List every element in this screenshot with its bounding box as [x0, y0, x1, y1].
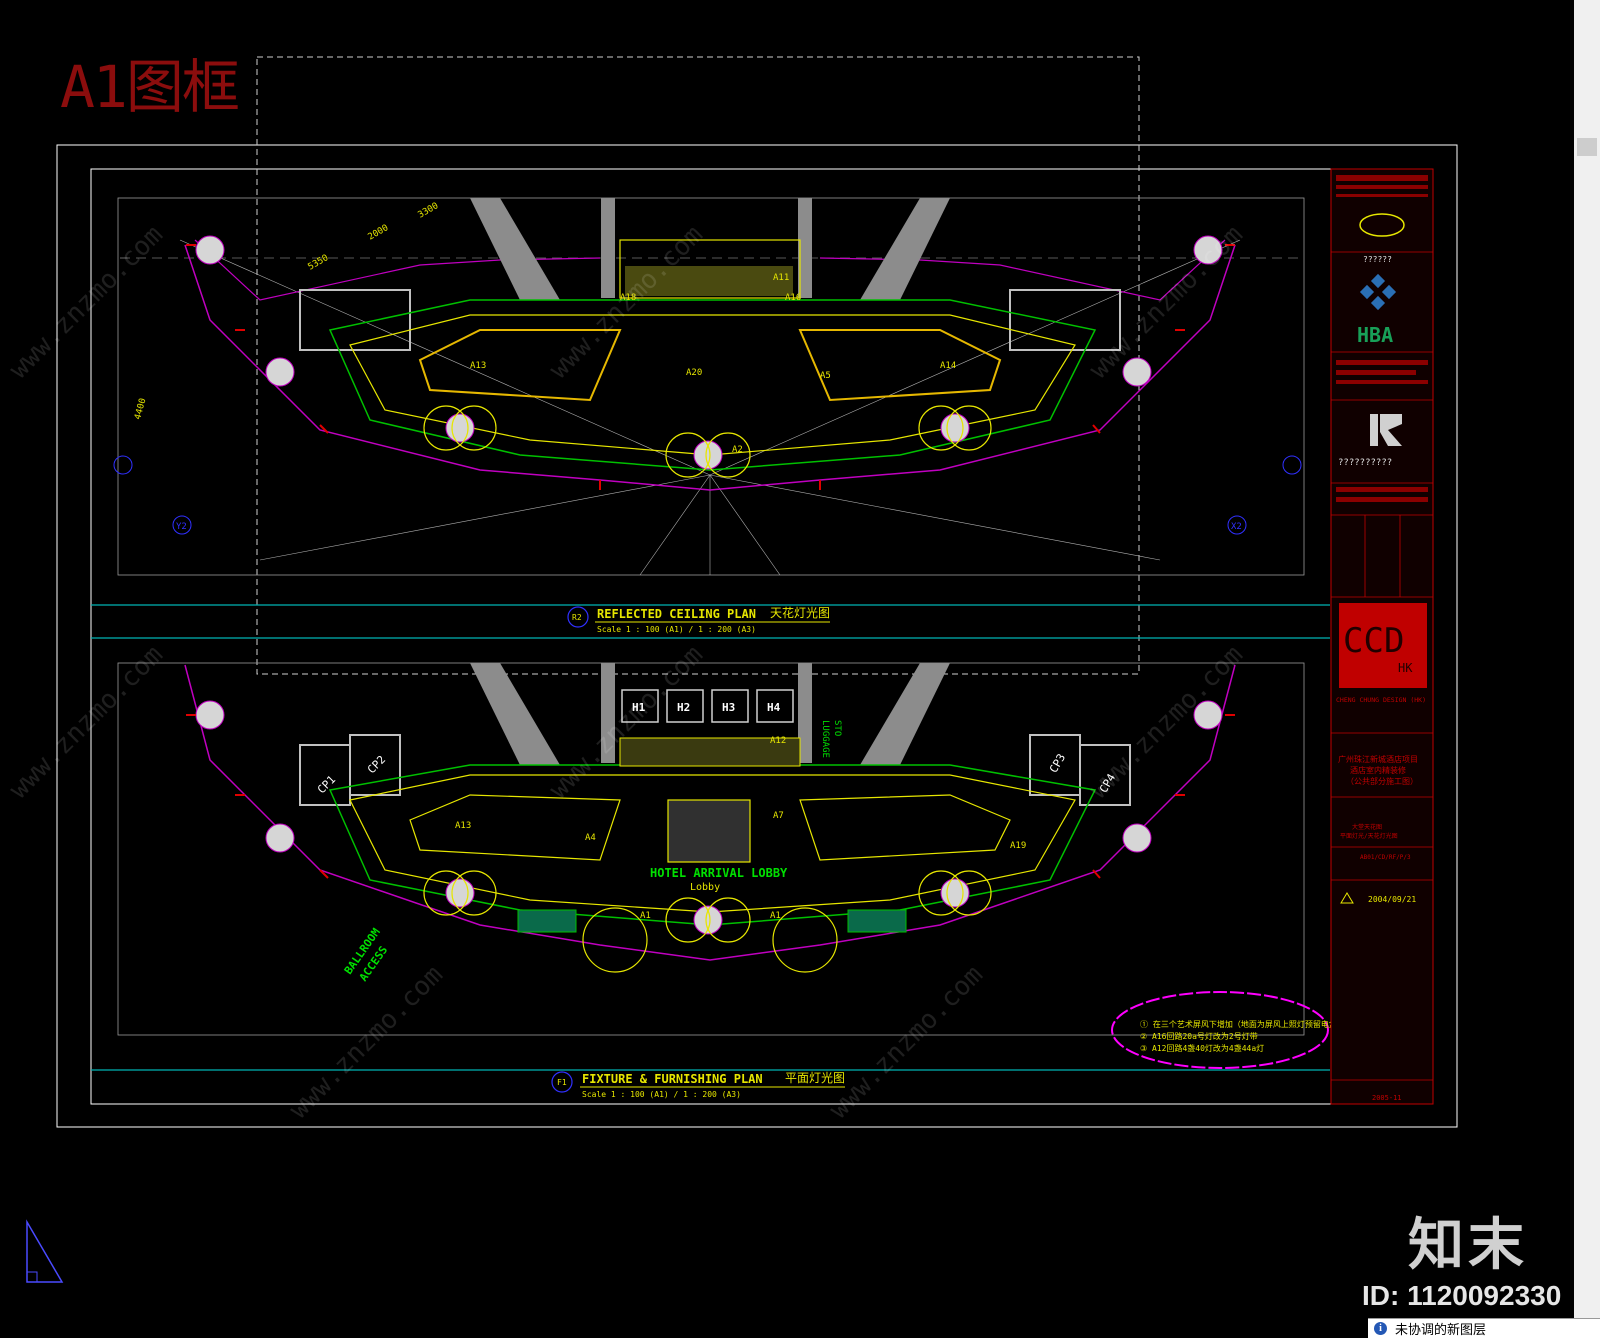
inner-sheet-frame — [90, 168, 1434, 1105]
ccd-company: CHENG CHUNG DESIGN (HK) — [1336, 696, 1426, 704]
title-block-qmarks-2: ?????????? — [1338, 458, 1392, 468]
furnishing-plan-scale: Scale 1 : 100 (A1) / 1 : 200 (A3) — [582, 1090, 741, 1099]
project-cn-2: 酒店室内精装修 — [1350, 765, 1406, 775]
hba-logo-text: HBA — [1357, 323, 1393, 347]
fixture-a20: A20 — [686, 368, 702, 378]
svg-text:www.znzmo.com: www.znzmo.com — [4, 640, 169, 805]
sheet-cn-2: 平面灯光/天花灯光图 — [1340, 832, 1398, 840]
car-park-cp3: CP3 — [1047, 751, 1068, 775]
note-1: ① 在三个艺术屏风下增加（地面为屏风上照灯预留电盒） — [1140, 1019, 1345, 1029]
note-3: ③ A12回路4盏40灯改为4盏44a灯 — [1140, 1043, 1264, 1053]
dim-5350: 5350 — [307, 253, 331, 273]
svg-text:www.znzmo.com: www.znzmo.com — [4, 220, 169, 385]
fixture-a5: A5 — [820, 371, 831, 381]
ccd-logo-text: CCD — [1343, 621, 1404, 661]
outer-sheet-frame — [56, 144, 1458, 1128]
hba-logo-icon — [1359, 273, 1397, 311]
znzmo-logo: 知末 — [1408, 1213, 1528, 1278]
car-park-cp1: CP1 — [315, 773, 338, 796]
project-cn: 广州珠江新城酒店项目 — [1338, 754, 1418, 764]
notification-text: 未协调的新图层 — [1395, 1323, 1487, 1338]
vertical-scrollbar[interactable] — [1574, 0, 1600, 1337]
fixture-a1: A1 — [640, 911, 651, 921]
ceiling-plan-title: REFLECTED CEILING PLAN — [597, 607, 756, 621]
title-block: ?????? HBA ?????????? CCD HK CHENG CHUNG… — [1330, 168, 1434, 1105]
reflected-ceiling-plan: 3300 2000 5350 4400 A13 A14 A20 A2 A18 A… — [113, 197, 1305, 576]
fixture-a13: A13 — [470, 361, 486, 371]
fixture-a12: A12 — [770, 736, 786, 746]
info-icon: i — [1374, 1322, 1387, 1335]
lift-h4: H4 — [767, 701, 781, 714]
svg-text:F1: F1 — [557, 1078, 567, 1087]
dashed-viewport[interactable] — [256, 56, 1140, 675]
drawing-date: 2005-11 — [1372, 1094, 1402, 1102]
fixture-a11: A11 — [773, 273, 789, 283]
lift-h3: H3 — [722, 701, 735, 714]
lift-h2: H2 — [677, 701, 690, 714]
fixture-a13-b: A13 — [455, 821, 471, 831]
svg-text:www.znzmo.com: www.znzmo.com — [1084, 220, 1249, 385]
fixture-a1-b: A1 — [770, 911, 781, 921]
furnishing-plan-title-cn: 平面灯光图 — [785, 1071, 845, 1085]
luggage-label: LUGGAGE — [820, 720, 830, 758]
svg-text:www.znzmo.com: www.znzmo.com — [824, 960, 989, 1125]
fixture-a14: A14 — [940, 361, 956, 371]
furnishing-plan-title: FIXTURE & FURNISHING PLAN — [582, 1072, 763, 1086]
fixture-a7: A7 — [773, 811, 784, 821]
fixture-furnishing-plan: H1 H2 H3 H4 CP1 CP2 CP3 CP4 — [117, 273, 1305, 1036]
firm-logo-icon — [1370, 414, 1402, 446]
svg-text:R2: R2 — [572, 613, 582, 622]
znzmo-id: ID: 1120092330 — [1362, 1280, 1562, 1311]
fixture-a16: A16 — [785, 293, 801, 303]
watermark-layer: www.znzmo.com www.znzmo.com www.znzmo.co… — [4, 220, 1249, 1125]
lobby-sub: Lobby — [690, 882, 720, 893]
grid-x2: X2 — [1231, 522, 1242, 532]
ccd-logo-sub: HK — [1398, 661, 1413, 675]
svg-text:www.znzmo.com: www.znzmo.com — [544, 220, 709, 385]
layer-notification[interactable]: i 未协调的新图层 — [1368, 1318, 1600, 1338]
ceiling-plan-scale: Scale 1 : 100 (A1) / 1 : 200 (A3) — [597, 625, 756, 634]
car-park-cp2: CP2 — [365, 753, 388, 776]
ceiling-plan-title-band: R2 — [91, 604, 1330, 639]
revision-cloud: ① 在三个艺术屏风下增加（地面为屏风上照灯预留电盒） ② A16回路20a号灯改… — [1111, 991, 1345, 1069]
scrollbar-thumb[interactable] — [1577, 138, 1597, 156]
sheet-number: AB01/CD/RF/P/3 — [1360, 854, 1411, 861]
luggage-label-2: STO — [832, 720, 842, 736]
ceiling-plan-title-cn: 天花灯光图 — [770, 605, 830, 620]
a1-frame-label: A1图框 — [60, 53, 240, 121]
lobby-label: HOTEL ARRIVAL LOBBY — [650, 866, 788, 880]
fixture-a19: A19 — [1010, 841, 1026, 851]
note-2: ② A16回路20a号灯改为2号灯带 — [1140, 1031, 1258, 1041]
fixture-a18: A18 — [620, 293, 636, 303]
grid-y2: Y2 — [176, 522, 187, 532]
title-block-qmarks: ?????? — [1363, 255, 1392, 264]
revision-triangle-icon — [1340, 892, 1354, 904]
furnishing-plan-title-band: F1 — [91, 1069, 1330, 1093]
sheet-cn: 大堂天花图 — [1352, 823, 1382, 831]
svg-text:www.znzmo.com: www.znzmo.com — [284, 960, 449, 1125]
lift-h1: H1 — [632, 701, 646, 714]
svg-text:www.znzmo.com: www.znzmo.com — [1084, 640, 1249, 805]
dim-2000: 2000 — [367, 223, 391, 243]
dim-4400: 4400 — [133, 397, 148, 421]
fixture-a2: A2 — [732, 445, 743, 455]
project-cn-3: （公共部分施工图） — [1346, 776, 1418, 786]
ucs-icon — [26, 1219, 64, 1283]
revision-date: 2004/09/21 — [1368, 895, 1416, 904]
fixture-a4: A4 — [585, 833, 596, 843]
ccd-logo-box — [1339, 603, 1427, 688]
dim-3300: 3300 — [417, 201, 441, 221]
